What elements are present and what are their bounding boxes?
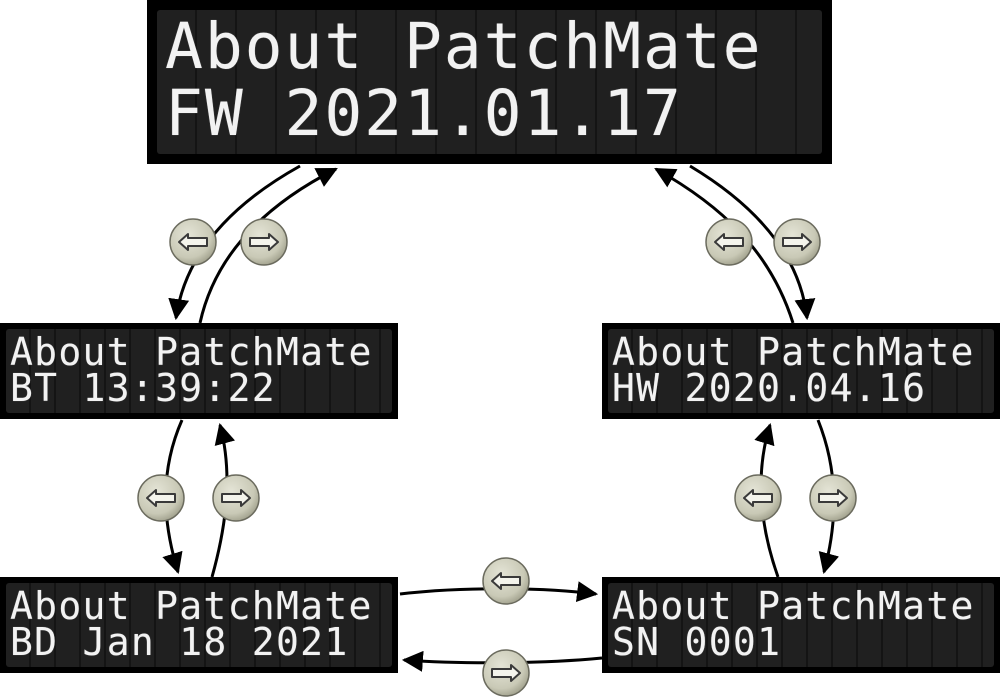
lcd-display-area: About PatchMate BD Jan 18 2021	[6, 583, 392, 667]
left-arrow-button-bt-bd[interactable]	[137, 474, 185, 522]
left-arrow-button-fw-bt[interactable]	[169, 218, 217, 266]
lcd-line-title: About PatchMate	[6, 587, 392, 625]
lcd-line-title: About PatchMate	[157, 15, 822, 78]
left-arrow-button-hw-sn[interactable]	[734, 474, 782, 522]
lcd-line-value: BD Jan 18 2021	[6, 623, 392, 661]
lcd-line-value: HW 2020.04.16	[608, 369, 994, 407]
right-arrow-button-fw-bt[interactable]	[240, 218, 288, 266]
right-arrow-button-bt-bd[interactable]	[212, 474, 260, 522]
lcd-line-value: BT 13:39:22	[6, 369, 392, 407]
lcd-line-title: About PatchMate	[6, 333, 392, 371]
lcd-screen-build-date: About PatchMate BD Jan 18 2021	[0, 577, 398, 673]
lcd-display-area: About PatchMate FW 2021.01.17	[157, 10, 822, 154]
lcd-screen-firmware: About PatchMate FW 2021.01.17	[147, 0, 832, 164]
lcd-line-value: FW 2021.01.17	[157, 82, 822, 145]
lcd-display-area: About PatchMate SN 0001	[608, 583, 994, 667]
lcd-line-title: About PatchMate	[608, 587, 994, 625]
arrow-fw-to-bt	[168, 164, 301, 321]
lcd-line-value: SN 0001	[608, 623, 994, 661]
right-arrow-button-fw-hw[interactable]	[773, 218, 821, 266]
lcd-display-area: About PatchMate HW 2020.04.16	[608, 329, 994, 413]
lcd-display-area: About PatchMate BT 13:39:22	[6, 329, 392, 413]
left-arrow-button-bd-sn[interactable]	[482, 557, 530, 605]
lcd-screen-serial-number: About PatchMate SN 0001	[602, 577, 1000, 673]
right-arrow-button-hw-sn[interactable]	[809, 474, 857, 522]
right-arrow-button-bd-sn[interactable]	[482, 649, 530, 697]
left-arrow-button-fw-hw[interactable]	[705, 218, 753, 266]
lcd-screen-build-time: About PatchMate BT 13:39:22	[0, 323, 398, 419]
arrow-fw-to-hw	[689, 164, 816, 321]
lcd-screen-hardware: About PatchMate HW 2020.04.16	[602, 323, 1000, 419]
lcd-line-title: About PatchMate	[608, 333, 994, 371]
